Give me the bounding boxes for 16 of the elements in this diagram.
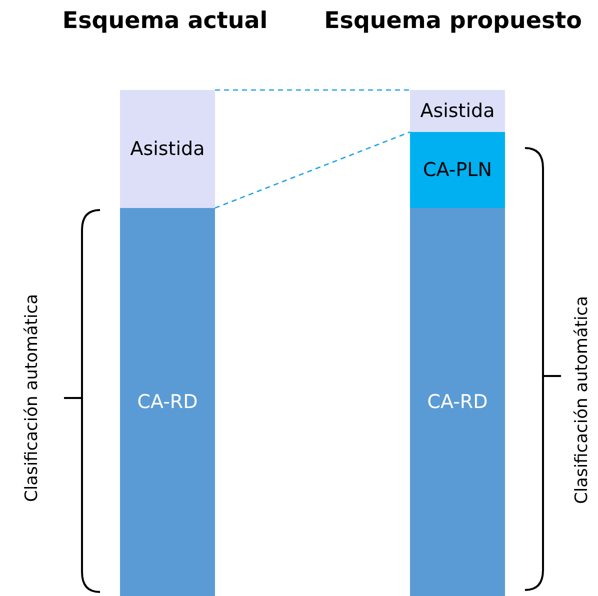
segment-label: CA-PLN — [423, 159, 492, 181]
dashed-line — [215, 89, 410, 91]
dashed-line — [214, 131, 410, 209]
bar-segment — [410, 132, 505, 208]
bar-segment — [120, 208, 215, 596]
bar-segment — [410, 90, 505, 132]
bar-segment — [410, 208, 505, 596]
segment-label: Asistida — [130, 138, 205, 160]
column-heading: Esquema actual — [62, 8, 268, 34]
column-heading: Esquema propuesto — [324, 8, 582, 34]
segment-label: CA-RD — [427, 391, 488, 413]
brace-label: Clasificación automática — [22, 294, 42, 502]
segment-label: Asistida — [420, 100, 495, 122]
segment-label: CA-RD — [137, 391, 198, 413]
bar-segment — [120, 90, 215, 208]
brace-label: Clasificación automática — [572, 296, 592, 504]
